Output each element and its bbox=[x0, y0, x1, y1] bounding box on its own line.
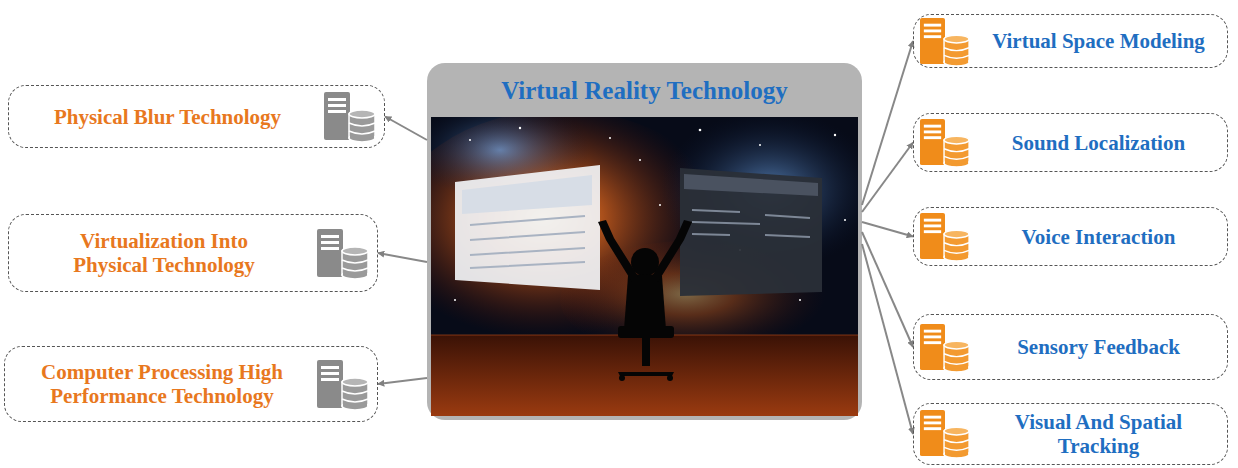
node-label: Virtual Reality Technology bbox=[501, 77, 788, 105]
server-icon bbox=[920, 18, 969, 66]
arrow-connector bbox=[378, 378, 427, 384]
central-panel: Virtual Reality Technology bbox=[427, 63, 862, 420]
server-icon bbox=[317, 229, 368, 279]
vr-illustration bbox=[431, 117, 858, 416]
tech-box: Sensory Feedback bbox=[913, 314, 1228, 380]
tech-box: Sound Localization bbox=[913, 113, 1228, 172]
node-label: Virtual Space Modeling bbox=[992, 29, 1205, 53]
server-icon bbox=[317, 360, 368, 410]
node-label: Visual And Spatial Tracking bbox=[1006, 410, 1191, 458]
tech-box: Computer Processing High Performance Tec… bbox=[4, 346, 378, 422]
arrow-connector bbox=[862, 143, 913, 213]
server-icon bbox=[324, 92, 375, 142]
server-icon bbox=[920, 213, 969, 261]
arrow-connector bbox=[378, 253, 427, 262]
server-icon bbox=[920, 410, 969, 458]
tech-box: Voice Interaction bbox=[913, 207, 1228, 266]
arrow-connector bbox=[862, 244, 913, 434]
arrow-connector bbox=[862, 232, 913, 347]
node-label: Virtualization Into Physical Technology bbox=[42, 229, 287, 277]
tech-box: Visual And Spatial Tracking bbox=[913, 403, 1228, 465]
tech-box: Virtualization Into Physical Technology bbox=[8, 214, 378, 292]
server-icon bbox=[920, 324, 969, 372]
node-label: Physical Blur Technology bbox=[54, 105, 281, 129]
arrow-connector bbox=[385, 117, 427, 141]
arrow-connector bbox=[862, 41, 913, 205]
node-label: Computer Processing High Performance Tec… bbox=[16, 360, 308, 408]
server-icon bbox=[920, 119, 969, 167]
node-label: Sensory Feedback bbox=[1017, 335, 1180, 359]
tech-box: Virtual Space Modeling bbox=[913, 14, 1228, 68]
arrow-connector bbox=[862, 222, 913, 237]
node-label: Sound Localization bbox=[1012, 131, 1185, 155]
tech-box: Physical Blur Technology bbox=[8, 85, 385, 148]
node-label: Voice Interaction bbox=[1022, 225, 1176, 249]
